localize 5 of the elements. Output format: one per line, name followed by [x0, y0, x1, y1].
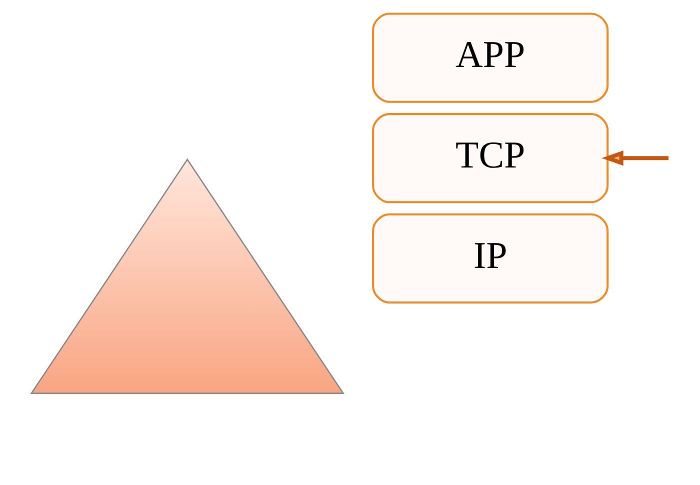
- node-box: TCP: [372, 113, 608, 204]
- node-box: APP: [372, 12, 608, 103]
- node-triangle: [30, 158, 344, 394]
- node-box: IP: [372, 213, 608, 304]
- arrow: [601, 150, 668, 166]
